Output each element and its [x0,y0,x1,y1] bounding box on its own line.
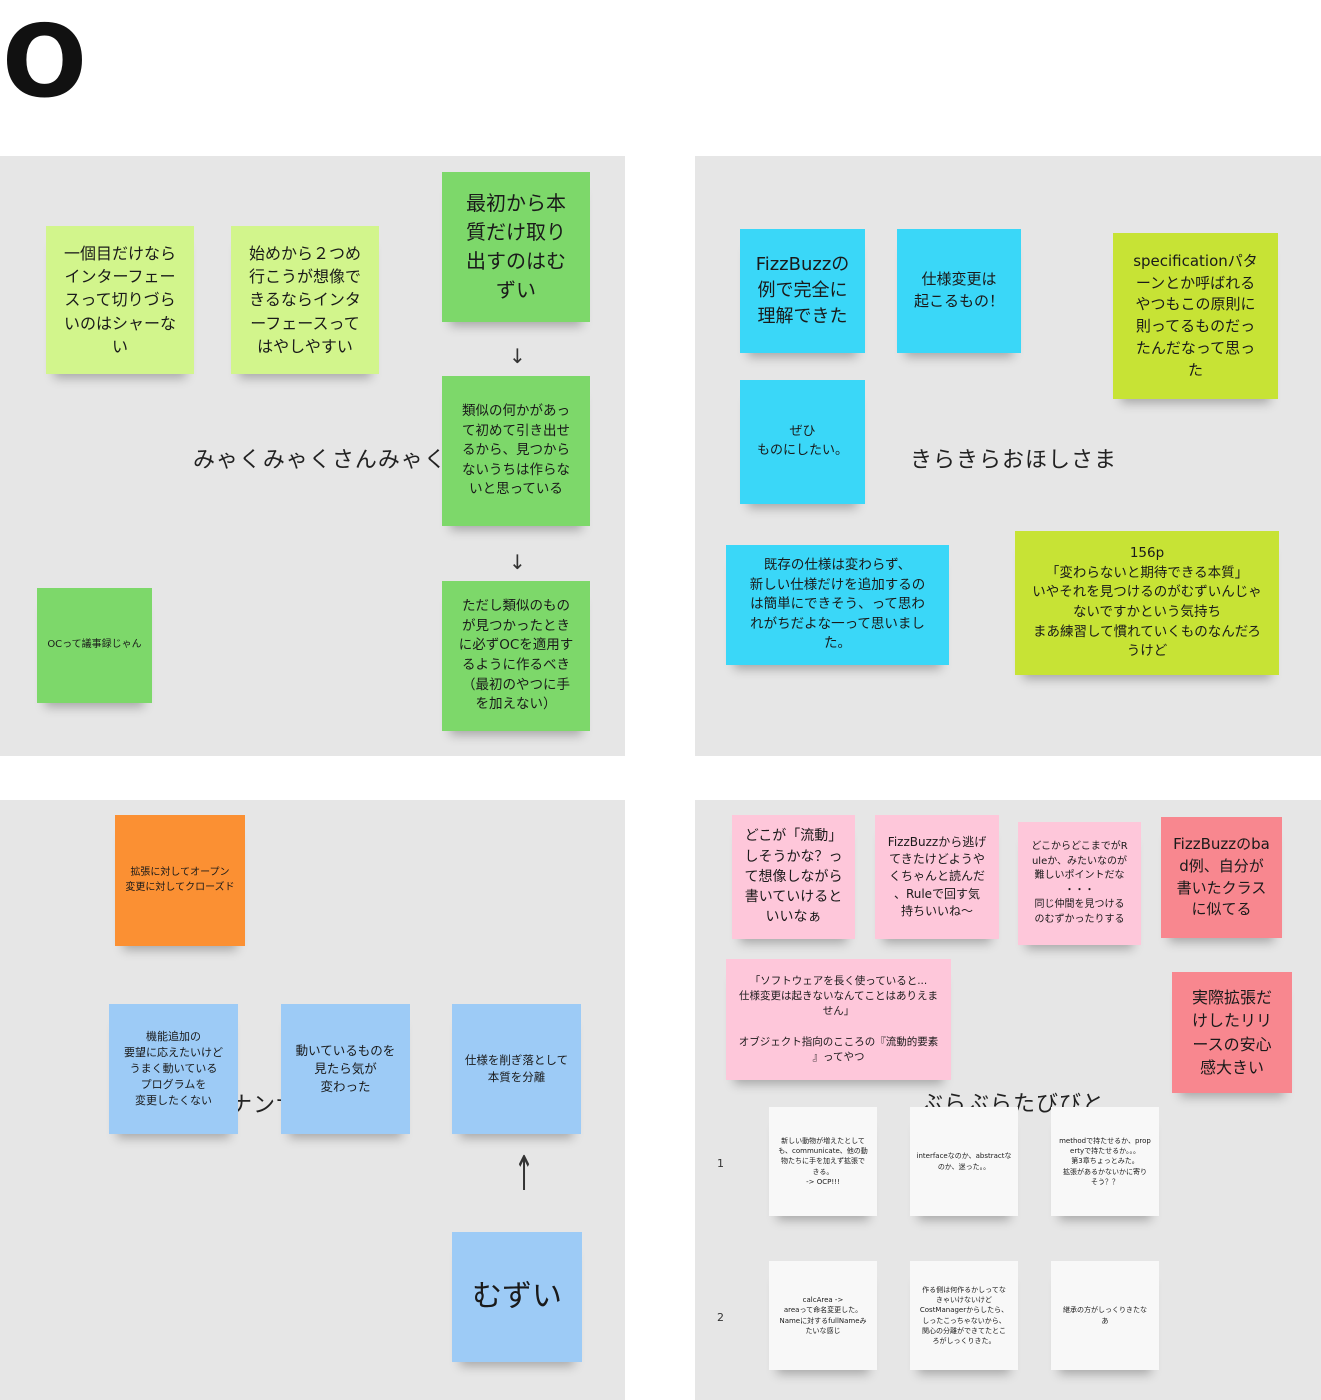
sticky-note[interactable]: 作る側は何作るかしってな きゃいけないけど CostManagerからしたら、 … [910,1261,1018,1370]
sticky-note[interactable]: どこが「流動」 しそうかな？っ て想像しながら 書いていけると いいなぁ [732,815,855,939]
sticky-note[interactable]: 新しい動物が増えたとして も、communicate、他の動 物たちに手を加えず… [769,1107,877,1216]
sticky-note[interactable]: OCって議事録じゃん [37,588,152,703]
board-title: O [2,3,88,120]
row-number: 2 [717,1311,724,1324]
sticky-note[interactable]: calcArea -> areaって命名変更した。 Nameに対するfullNa… [769,1261,877,1370]
down-arrow-icon: ↓ [509,344,526,368]
frame-top-left[interactable]: みゃくみゃくさんみゃく 一個目だけなら インターフェー スって切りづら いのはシ… [0,156,625,756]
sticky-note[interactable]: FizzBuzzの 例で完全に 理解できた [740,229,865,353]
sticky-note[interactable]: ただし類似のもの が見つかったとき に必ずOCを適用す るように作るべき （最初… [442,581,590,731]
sticky-note[interactable]: 動いているものを 見たら気が 変わった [281,1004,410,1134]
sticky-note[interactable]: interfaceなのか、abstractな のか、迷った。。 [910,1107,1018,1216]
sticky-note[interactable]: 始めから２つめ 行こうが想像で きるならインタ ーフェースって はやしやすい [231,226,379,374]
sticky-note[interactable]: specificationパタ ーンとか呼ばれる やつもこの原則に 則ってるもの… [1113,233,1278,399]
frame-label: みゃくみゃくさんみゃく [193,448,447,473]
sticky-note[interactable]: 拡張に対してオープン 変更に対してクローズド [115,815,245,946]
sticky-note[interactable]: ぜひ ものにしたい。 [740,380,865,504]
sticky-note[interactable]: 一個目だけなら インターフェー スって切りづら いのはシャーな い [46,226,194,374]
sticky-note[interactable]: 「ソフトウェアを長く使っていると... 仕様変更は起きないなんてことはありえま … [726,959,951,1080]
sticky-note[interactable]: 仕様変更は 起こるもの！ [897,229,1021,353]
frame-bottom-right[interactable]: ぶらぶらたびびと どこが「流動」 しそうかな？っ て想像しながら 書いていけると… [695,800,1321,1400]
up-arrow-icon: ↑ [514,1146,535,1202]
row-number: 1 [717,1157,724,1170]
sticky-note[interactable]: 156p 「変わらないと期待できる本質」 いやそれを見つけるのがむずいんじゃ な… [1015,531,1279,675]
sticky-note[interactable]: 既存の仕様は変わらず、 新しい仕様だけを追加するの は簡単にできそう、って思わ … [726,545,949,665]
sticky-note[interactable]: 最初から本 質だけ取り 出すのはむ ずい [442,172,590,322]
frame-top-right[interactable]: きらきらおほしさま FizzBuzzの 例で完全に 理解できた 仕様変更は 起こ… [695,156,1321,756]
sticky-note[interactable]: むずい [452,1232,582,1362]
sticky-note[interactable]: FizzBuzzのba d例、自分が 書いたクラス に似てる [1161,817,1282,938]
sticky-note[interactable]: 実際拡張だ けしたリリ ースの安心 感大きい [1172,972,1292,1093]
down-arrow-icon: ↓ [509,550,526,574]
sticky-note[interactable]: 機能追加の 要望に応えたいけど うまく動いている プログラムを 変更したくない [109,1004,238,1134]
sticky-note[interactable]: methodで持たせるか、prop ertyで持たせるか。。。 第3章ちょっとみ… [1051,1107,1159,1216]
sticky-note[interactable]: FizzBuzzから逃げ てきたけどようや くちゃんと読んだ 、Ruleで回す気… [875,815,999,939]
sticky-note[interactable]: 継承の方がしっくりきたな あ [1051,1261,1159,1370]
sticky-note[interactable]: 仕様を削ぎ落として 本質を分離 [452,1004,581,1134]
frame-bottom-left[interactable]: ナンサ 拡張に対してオープン 変更に対してクローズド 機能追加の 要望に応えたい… [0,800,625,1400]
sticky-note[interactable]: 類似の何かがあっ て初めて引き出せ るから、見つから ないうちは作らな いと思っ… [442,376,590,526]
sticky-note[interactable]: どこからどこまでがR uleか、みたいなのが 難しいポイントだな ・・・ 同じ仲… [1018,822,1141,945]
frame-label: きらきらおほしさま [910,448,1118,473]
